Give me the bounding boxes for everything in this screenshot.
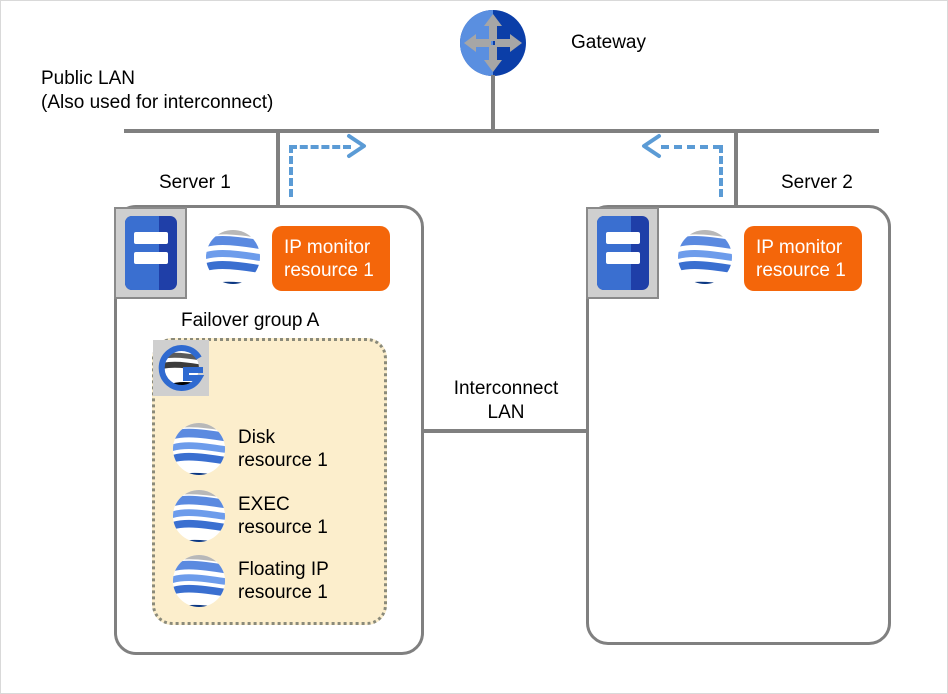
resource-label-disk: Disk resource 1 <box>238 427 328 471</box>
resource-sphere-icon <box>172 554 226 608</box>
server1-arrow-shaft <box>289 145 351 149</box>
resource-sphere-icon <box>172 489 226 543</box>
server2-monitor-sphere-icon <box>677 229 733 285</box>
server1-arrow-head <box>345 133 371 159</box>
interconnect-lan-label: Interconnect LAN <box>453 378 559 423</box>
server2-arrow-head <box>637 133 663 159</box>
interconnect-lan-wire <box>424 429 587 433</box>
resource-label-floating-ip: Floating IP resource 1 <box>238 559 329 603</box>
public-lan-label: Public LAN (Also used for interconnect) <box>41 68 274 113</box>
resource-row-exec[interactable]: EXEC resource 1 <box>172 489 328 543</box>
public-lan-bus <box>124 129 879 133</box>
resource-label-exec: EXEC resource 1 <box>238 494 328 538</box>
gateway-label: Gateway <box>571 32 646 53</box>
server1-name: Server 1 <box>159 172 231 193</box>
failover-group-icon <box>153 340 209 396</box>
resource-row-floating-ip[interactable]: Floating IP resource 1 <box>172 554 329 608</box>
server2-server-icon <box>586 207 659 299</box>
server2-name: Server 2 <box>781 172 853 193</box>
server1-lan-drop <box>276 129 280 207</box>
resource-row-disk[interactable]: Disk resource 1 <box>172 422 328 476</box>
server2-arrow-shaft <box>661 145 721 149</box>
server1-arrow-stem <box>289 145 293 197</box>
server2-arrow-stem <box>719 145 723 197</box>
server1-monitor-sphere-icon <box>205 229 261 285</box>
gateway-icon <box>459 9 527 77</box>
server1-server-icon <box>114 207 187 299</box>
server2-ip-monitor-badge[interactable]: IP monitor resource 1 <box>744 226 862 291</box>
resource-sphere-icon <box>172 422 226 476</box>
gateway-drop-wire <box>491 75 495 131</box>
server1-ip-monitor-badge[interactable]: IP monitor resource 1 <box>272 226 390 291</box>
server2-lan-drop <box>734 129 738 207</box>
failover-group-label: Failover group A <box>181 310 320 331</box>
